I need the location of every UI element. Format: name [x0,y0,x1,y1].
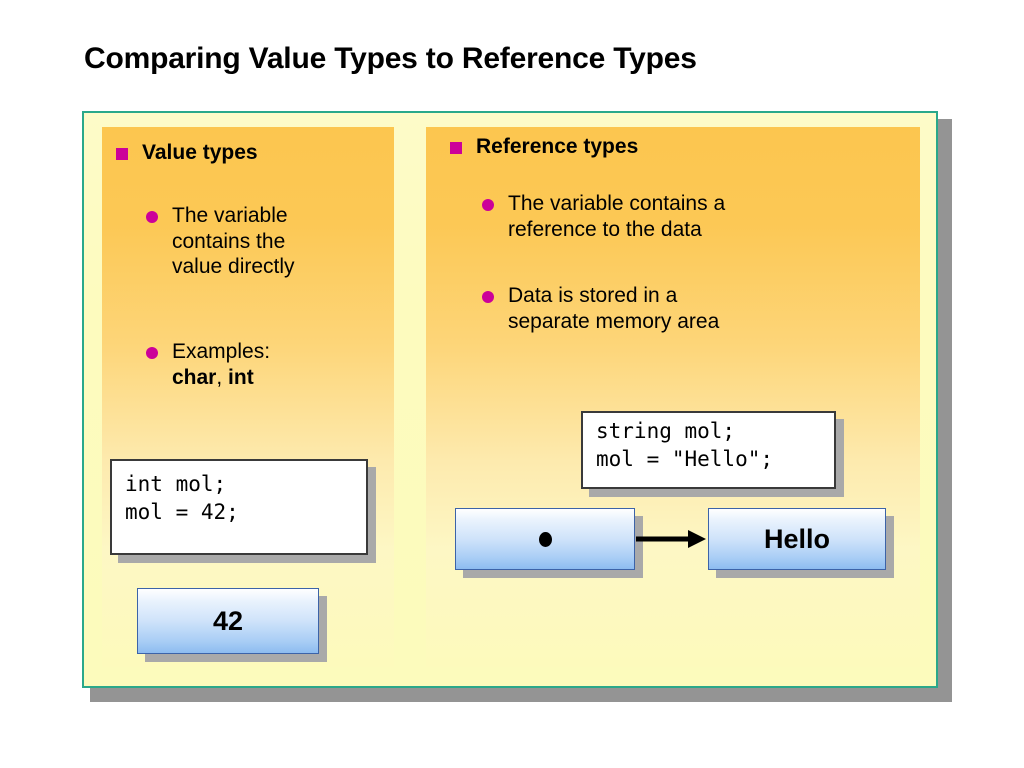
reference-code-box: string mol; mol = "Hello"; [581,411,836,489]
reference-types-panel: Reference types The variable contains a … [426,127,920,667]
reference-types-bullet-1-text: The variable contains a reference to the… [508,191,725,242]
code-line-2: mol = "Hello"; [596,447,774,472]
bullet-line: separate memory area [508,309,720,333]
reference-types-heading-row: Reference types [450,135,900,159]
reference-types-bullet-1: The variable contains a reference to the… [482,191,912,242]
value-types-bullet-1-text: The variable contains the value directly [172,203,295,280]
bullet-line: The variable contains a [508,192,726,215]
code-line-1: int mol; [125,472,227,496]
value-box: 42 [137,588,319,654]
pointer-box [455,508,635,570]
value-code-box: int mol; mol = 42; [110,459,368,555]
target-box: Hello [708,508,886,570]
value-types-panel: Value types The variable contains the va… [102,127,394,667]
code-keyword-int: int [228,365,254,389]
code-line-2: mol = 42; [125,500,239,525]
round-bullet-icon [146,211,158,223]
bullet-prefix: Examples: [172,340,271,363]
bullet-line: The variable [172,204,288,227]
value-types-heading-row: Value types [116,141,376,165]
code-line-1: string mol; [596,419,736,443]
reference-types-bullet-2-text: Data is stored in a separate memory area [508,283,719,334]
value-types-bullet-2: Examples: char, int [146,339,386,390]
value-types-bullet-1: The variable contains the value directly [146,203,386,280]
reference-types-heading: Reference types [476,135,639,158]
bullet-line: value directly [172,255,295,279]
pointer-dot-icon [538,531,552,547]
reference-types-bullet-2: Data is stored in a separate memory area [482,283,912,334]
value-types-heading: Value types [142,141,258,164]
arrow-right-icon [636,527,708,551]
round-bullet-icon [482,199,494,211]
square-bullet-icon [450,142,462,154]
square-bullet-icon [116,148,128,160]
value-types-bullet-2-text: Examples: char, int [172,339,270,390]
separator: , [216,365,229,389]
bullet-line: contains the [172,229,286,253]
bullet-line: reference to the data [508,217,702,241]
bullet-line: Data is stored in a [508,284,678,307]
page-title: Comparing Value Types to Reference Types [84,42,697,75]
content-frame: Value types The variable contains the va… [82,111,938,688]
code-keyword-char: char [172,365,217,389]
round-bullet-icon [146,347,158,359]
round-bullet-icon [482,291,494,303]
